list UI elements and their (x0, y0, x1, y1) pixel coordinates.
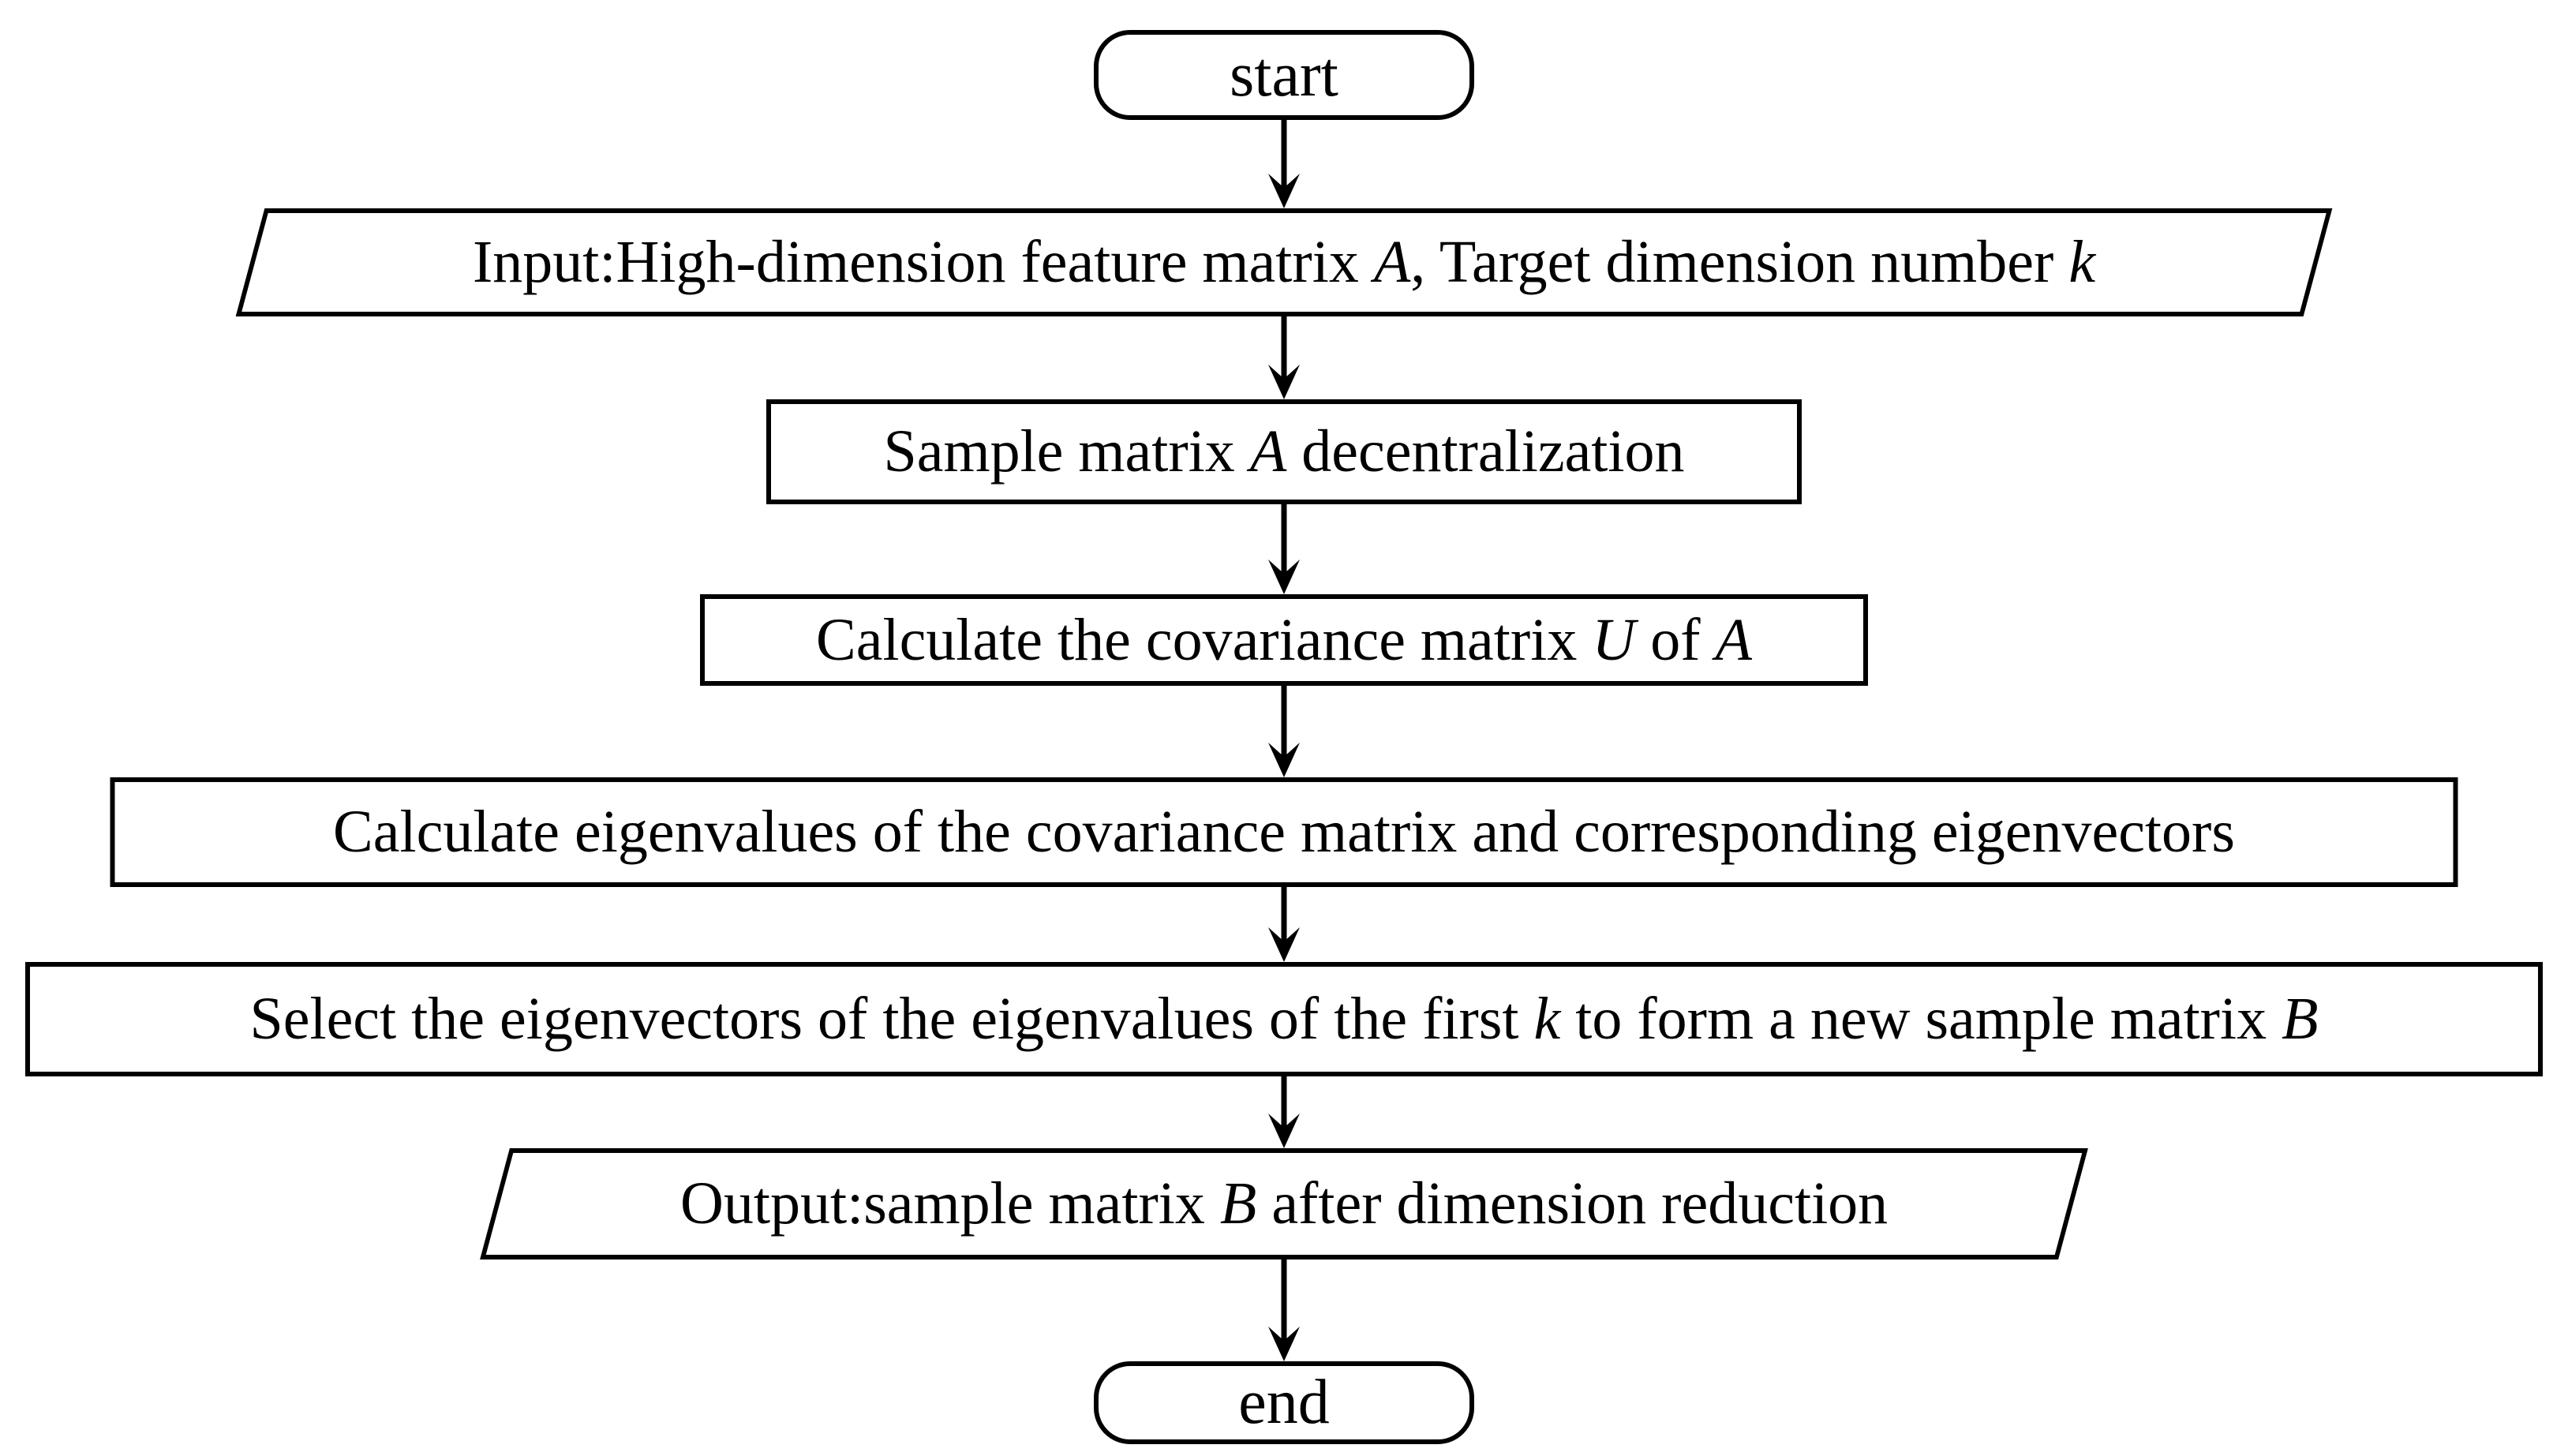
node-end-label: end (1238, 1368, 1330, 1437)
node-output-label: Output:sample matrix B after dimension r… (679, 1170, 1889, 1237)
arrowhead-icon (1268, 1114, 1300, 1148)
flow-arrow-input-to-decentralization (1267, 316, 1301, 399)
arrowhead-icon (1268, 927, 1300, 962)
node-start-label: start (1230, 39, 1338, 110)
flow-arrow-eigen-to-select (1267, 887, 1301, 962)
flow-arrow-covariance-to-eigen (1267, 686, 1301, 777)
arrow-shaft (1281, 120, 1287, 189)
node-process-decentralization-label: Sample matrix A decentralization (883, 418, 1685, 485)
arrow-shaft (1281, 887, 1287, 943)
node-input: Input:High-dimension feature matrix A, T… (235, 208, 2333, 316)
flow-arrow-decentralization-to-covariance (1267, 504, 1301, 594)
arrowhead-icon (1268, 743, 1300, 777)
arrowhead-icon (1268, 174, 1300, 208)
arrow-shaft (1281, 686, 1287, 758)
node-end: end (1094, 1361, 1474, 1444)
node-process-select: Select the eigenvectors of the eigenvalu… (25, 962, 2543, 1076)
node-process-select-label: Select the eigenvectors of the eigenvalu… (249, 986, 2319, 1052)
flow-arrow-start-to-input (1267, 120, 1301, 208)
node-process-covariance-label: Calculate the covariance matrix U of A (816, 606, 1752, 673)
flow-arrow-select-to-output (1267, 1076, 1301, 1148)
node-process-covariance: Calculate the covariance matrix U of A (700, 594, 1868, 686)
node-output: Output:sample matrix B after dimension r… (480, 1148, 2088, 1259)
arrowhead-icon (1268, 1327, 1300, 1361)
arrow-shaft (1281, 1259, 1287, 1342)
node-process-decentralization: Sample matrix A decentralization (766, 399, 1802, 504)
node-process-eigen-label: Calculate eigenvalues of the covariance … (333, 799, 2235, 865)
arrow-shaft (1281, 316, 1287, 380)
arrow-shaft (1281, 504, 1287, 575)
node-start: start (1094, 30, 1474, 120)
arrowhead-icon (1268, 560, 1300, 594)
arrowhead-icon (1268, 365, 1300, 399)
node-input-label: Input:High-dimension feature matrix A, T… (472, 229, 2096, 295)
arrow-shaft (1281, 1076, 1287, 1129)
node-process-eigen: Calculate eigenvalues of the covariance … (110, 777, 2458, 887)
flow-arrow-output-to-end (1267, 1259, 1301, 1361)
